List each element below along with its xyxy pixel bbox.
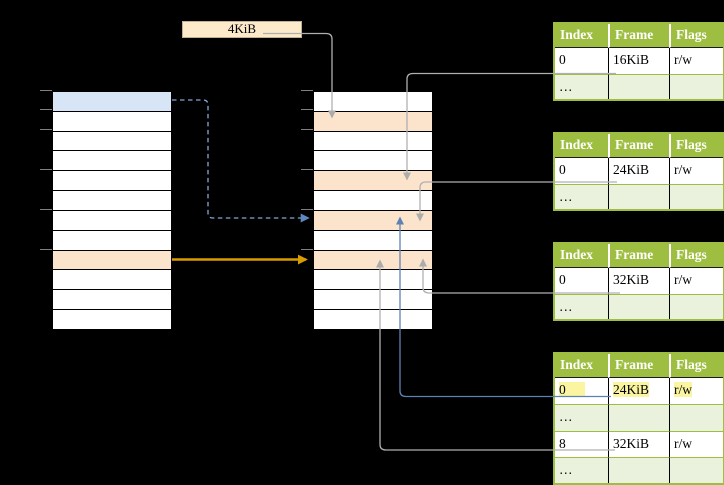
cell-index: 0 [555, 48, 608, 74]
memory-row [53, 269, 171, 290]
memory-row [53, 190, 171, 210]
column-header-frame: Frame [608, 134, 669, 158]
cell-ellipsis: … [555, 457, 608, 483]
page-table-3: Index Frame Flags 0 32KiB r/w … [553, 242, 724, 321]
memory-row [53, 309, 171, 329]
address-tick [40, 169, 52, 170]
column-header-frame: Frame [608, 354, 669, 378]
cell-empty [608, 457, 669, 483]
memory-row-highlight-blue [53, 92, 171, 111]
cell-index: 8 [555, 431, 608, 457]
memory-row-highlight-orange [53, 249, 171, 270]
cell-empty [669, 74, 723, 99]
cell-frame: 32KiB [608, 268, 669, 294]
memory-row [53, 289, 171, 310]
cell-frame-highlighted: 24KiB [608, 378, 669, 404]
cell-frame: 16KiB [608, 48, 669, 74]
address-tick [301, 90, 313, 91]
cell-empty [608, 184, 669, 209]
cell-ellipsis: … [555, 184, 608, 209]
address-tick [40, 249, 52, 250]
column-header-index: Index [555, 354, 608, 378]
cell-empty [608, 294, 669, 319]
column-header-flags: Flags [669, 244, 723, 268]
middle-memory-column [313, 91, 433, 330]
cell-frame: 32KiB [608, 431, 669, 457]
cell-empty [669, 404, 723, 431]
column-header-index: Index [555, 134, 608, 158]
cell-flags-highlighted: r/w [669, 378, 723, 404]
memory-row [53, 209, 171, 230]
address-tick [301, 109, 313, 110]
cell-empty [608, 404, 669, 431]
memory-row [314, 269, 432, 290]
column-header-frame: Frame [608, 24, 669, 48]
column-header-index: Index [555, 244, 608, 268]
column-header-flags: Flags [669, 24, 723, 48]
cell-flags: r/w [669, 158, 723, 184]
cell-index: 0 [555, 268, 608, 294]
address-tick [40, 209, 52, 210]
memory-row-frame-orange [314, 110, 432, 131]
column-header-flags: Flags [669, 134, 723, 158]
cell-index: 0 [555, 158, 608, 184]
address-tick [40, 90, 52, 91]
cell-frame: 24KiB [608, 158, 669, 184]
column-header-index: Index [555, 24, 608, 48]
memory-row [314, 289, 432, 310]
cell-flags: r/w [669, 268, 723, 294]
memory-row [53, 130, 171, 151]
memory-row [53, 170, 171, 191]
page-table-2: Index Frame Flags 0 24KiB r/w … [553, 132, 724, 211]
highlight-mark: 0 [559, 382, 585, 397]
cell-ellipsis: … [555, 294, 608, 319]
cell-index-highlighted: 0 [555, 378, 608, 404]
address-tick [301, 249, 313, 250]
memory-row [314, 190, 432, 210]
memory-row [314, 130, 432, 151]
cell-flags: r/w [669, 431, 723, 457]
address-tick [301, 129, 313, 130]
memory-row-frame-orange [314, 209, 432, 230]
memory-row [53, 229, 171, 250]
memory-row [53, 110, 171, 131]
address-tick [40, 129, 52, 130]
cell-flags: r/w [669, 48, 723, 74]
cell-empty [669, 457, 723, 483]
cell-ellipsis: … [555, 404, 608, 431]
memory-row-frame-orange [314, 249, 432, 270]
connector-virtual-page-dashed [172, 99, 310, 223]
address-tick [301, 209, 313, 210]
column-header-frame: Frame [608, 244, 669, 268]
memory-row [314, 150, 432, 171]
cell-empty [608, 74, 669, 99]
memory-row [53, 150, 171, 171]
highlight-mark: r/w [674, 382, 692, 397]
highlight-mark: 24KiB [613, 382, 650, 397]
memory-row [314, 229, 432, 250]
cell-empty [669, 184, 723, 209]
column-header-flags: Flags [669, 354, 723, 378]
page-table-1: Index Frame Flags 0 16KiB r/w … [553, 22, 724, 101]
cell-empty [669, 294, 723, 319]
left-memory-column [52, 91, 172, 330]
page-size-label: 4KiB [182, 21, 302, 38]
memory-row-frame-orange [314, 170, 432, 191]
address-tick [40, 109, 52, 110]
memory-row [314, 309, 432, 329]
address-tick [301, 169, 313, 170]
memory-row [314, 92, 432, 111]
cell-ellipsis: … [555, 74, 608, 99]
page-table-4: Index Frame Flags 0 24KiB r/w … 8 32KiB … [553, 352, 724, 485]
